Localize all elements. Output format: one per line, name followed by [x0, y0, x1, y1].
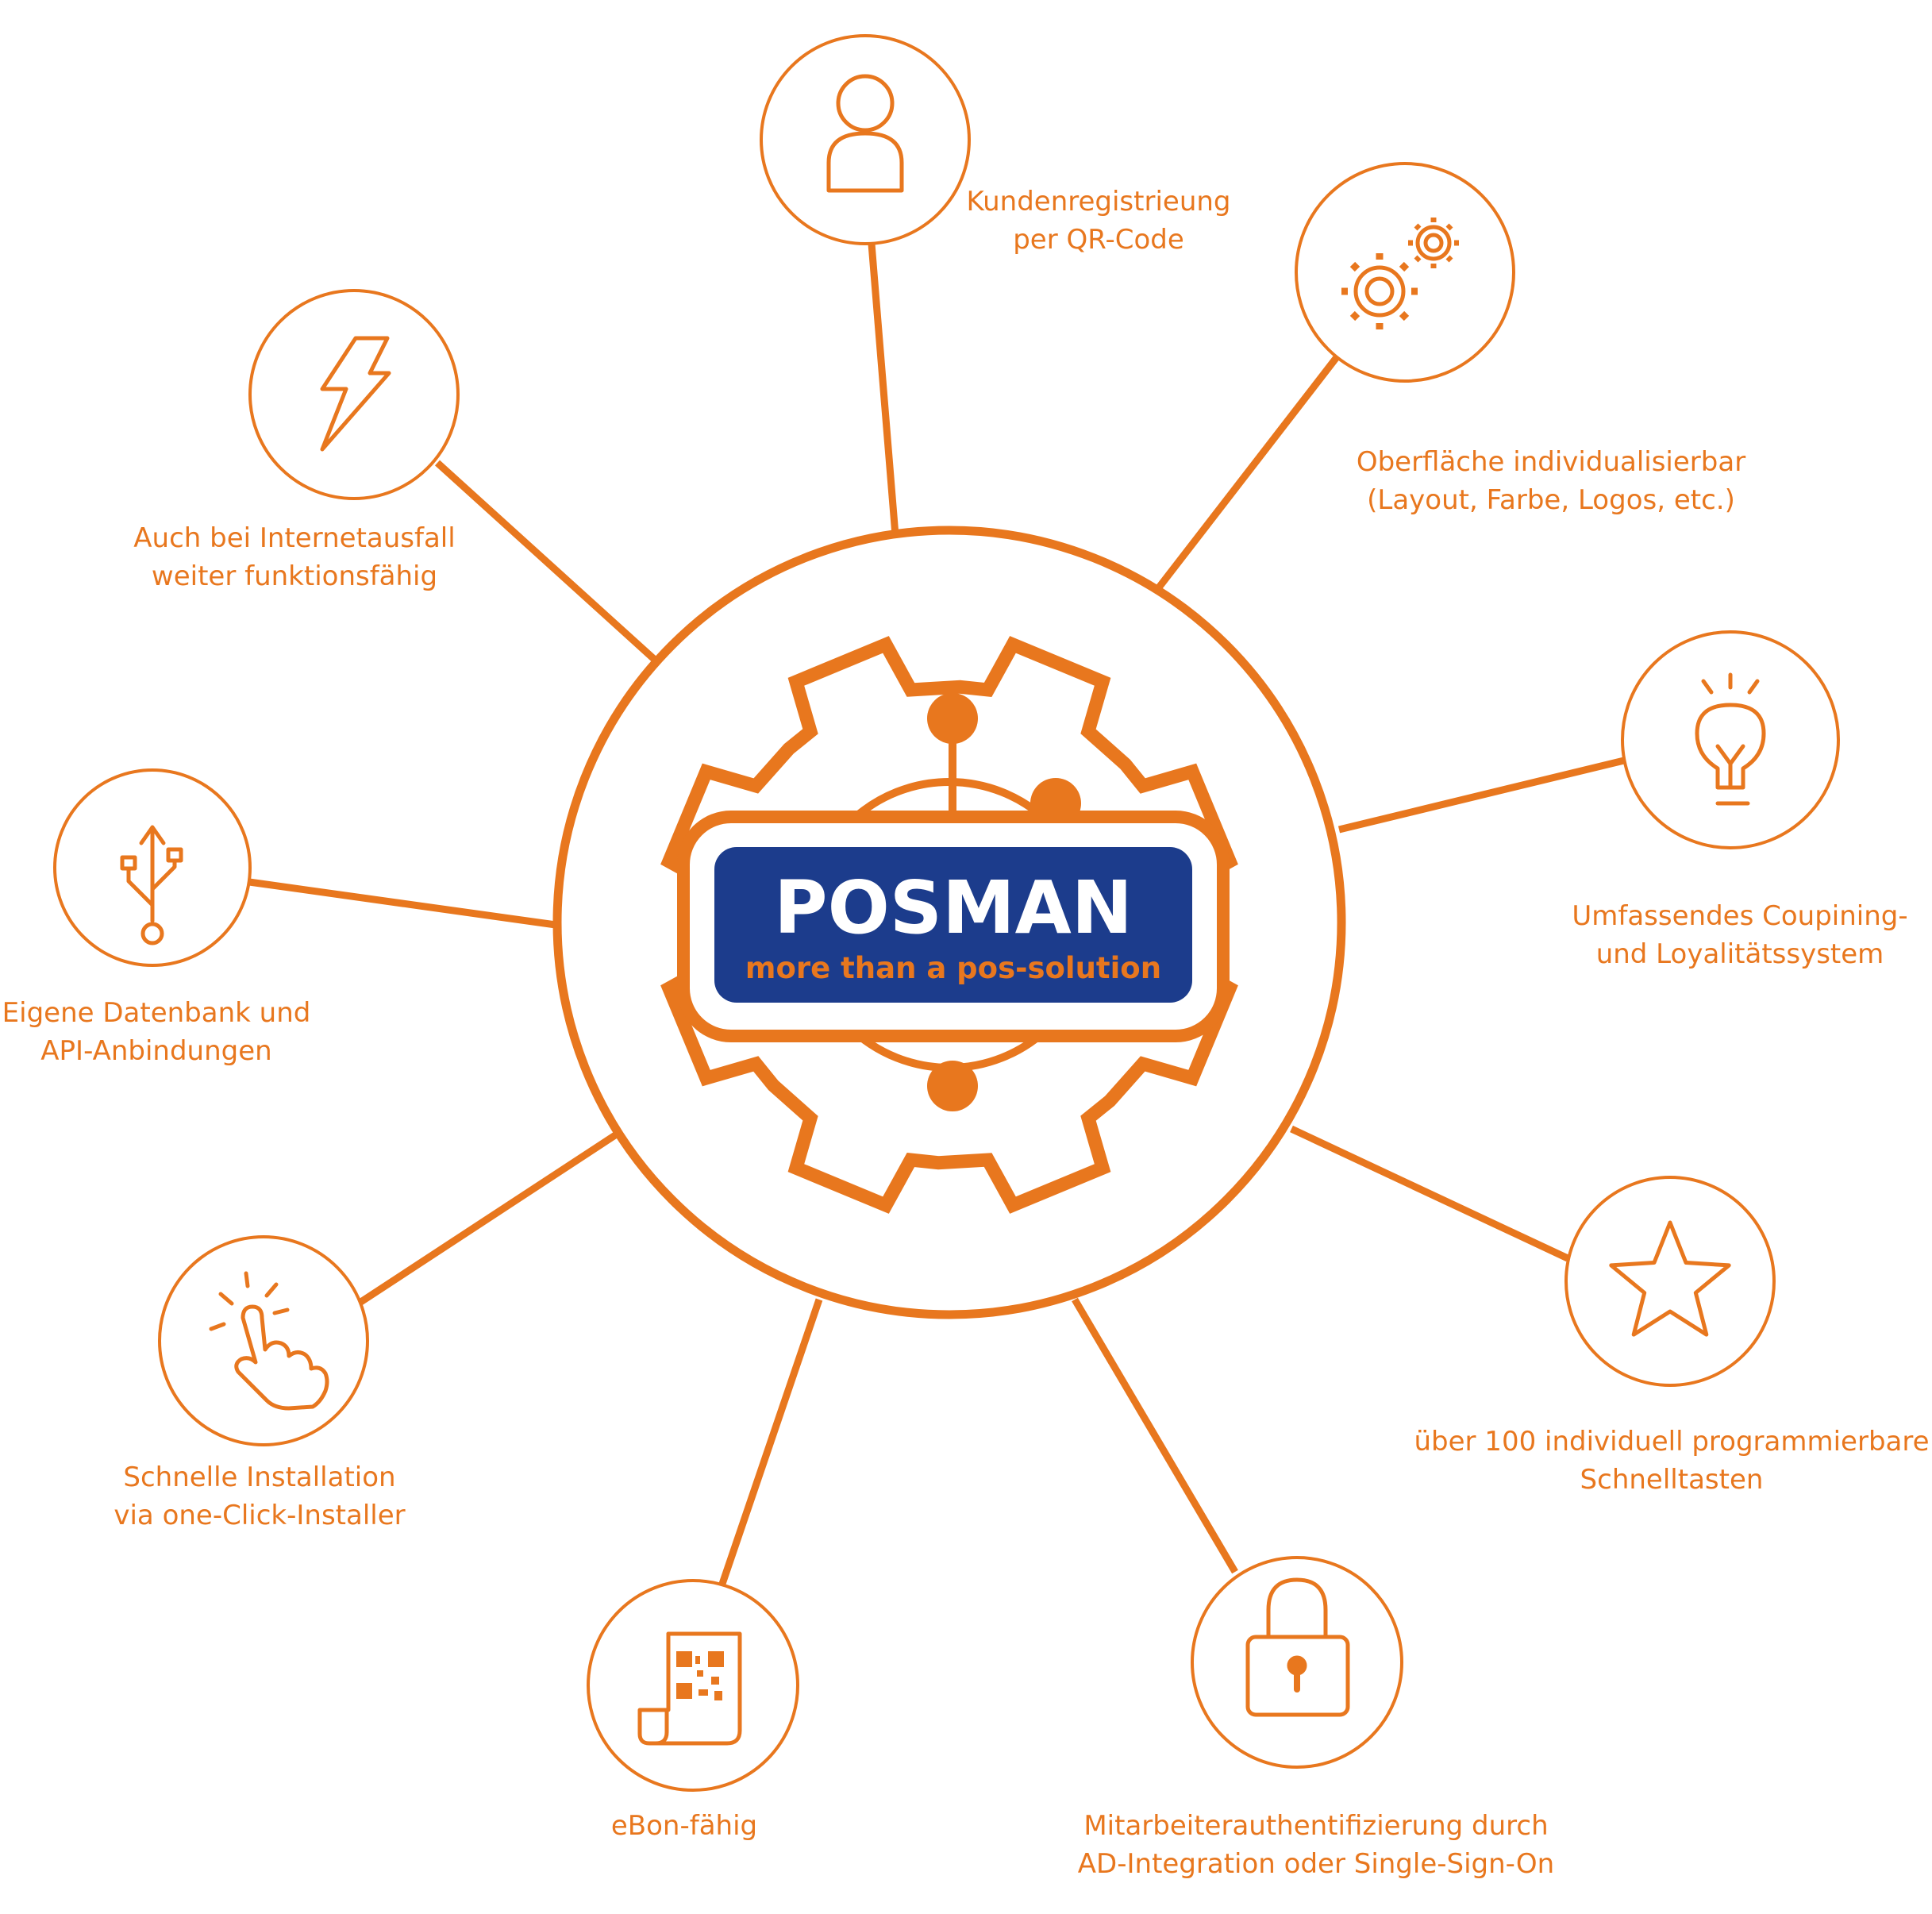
receipt-qr-icon [637, 1631, 742, 1746]
lightbulb-icon [1695, 672, 1766, 806]
lock-icon [1245, 1577, 1350, 1717]
spoke-employee-auth [1072, 1297, 1238, 1574]
lightning-icon [320, 336, 391, 452]
circle-customizable-ui [1295, 162, 1515, 383]
gears-icon [1341, 218, 1459, 329]
label-customizable-ui: Oberfläche individualisierbar(Layout, Fa… [1356, 446, 1746, 516]
usb-icon [120, 825, 183, 945]
circle-coupon-loyalty [1621, 630, 1840, 849]
logo-title: POSMAN [774, 865, 1133, 950]
circle-offline-mode [248, 289, 460, 500]
circle-hotkeys [1564, 1176, 1776, 1387]
spoke-customer-registration [868, 243, 899, 536]
spoke-hotkeys [1290, 1125, 1569, 1262]
circuit-node-bottom [927, 1061, 978, 1111]
spoke-quick-install [355, 1132, 618, 1307]
circle-customer-registration [760, 34, 971, 245]
user-icon [826, 74, 904, 193]
label-ebon: eBon-fähig [610, 1810, 758, 1842]
logo-tagline: more than a pos-solution [745, 951, 1161, 985]
circuit-node-top [927, 693, 978, 744]
label-coupon-loyalty: Umfassendes Coupining-und Loyalitätssyst… [1572, 900, 1908, 970]
spoke-offline-mode [434, 460, 659, 664]
star-icon [1609, 1220, 1731, 1337]
spoke-coupon-loyalty [1337, 757, 1626, 834]
spoke-database-api [248, 878, 556, 929]
connector-spokes [248, 243, 1626, 1588]
spoke-customizable-ui [1156, 355, 1340, 590]
logo-badge [714, 847, 1192, 1003]
tap-hand-icon [209, 1271, 329, 1411]
circle-ebon [587, 1579, 799, 1792]
spoke-ebon [718, 1298, 823, 1588]
